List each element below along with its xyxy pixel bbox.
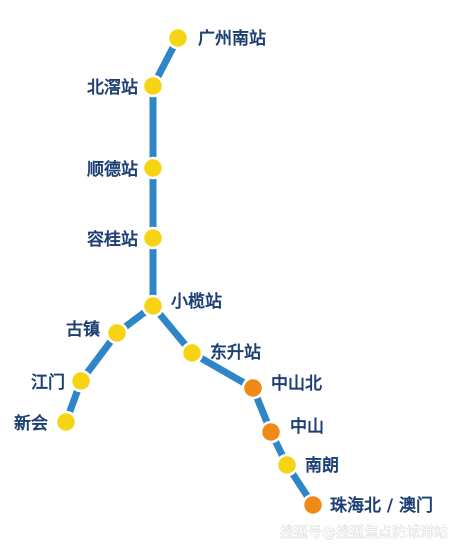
station-markers	[54, 26, 325, 517]
station-label-beijiao: 北滘站	[87, 77, 138, 98]
station-marker-nanlang[interactable]	[275, 453, 299, 477]
station-label-xiaolan: 小榄站	[171, 291, 222, 312]
station-label-ronggui: 容桂站	[87, 229, 138, 250]
station-marker-guzhen[interactable]	[105, 321, 129, 345]
station-label-shunde: 顺德站	[87, 159, 138, 180]
station-label-zhongshan-north: 中山北	[271, 373, 322, 394]
station-label-nanlang: 南朗	[305, 455, 339, 476]
station-labels: 广州南站 北滘站 顺德站 容桂站 小榄站 古镇 江门 新会 东升站 中山北 中山…	[14, 28, 433, 516]
branch-line-to-xinhui	[62, 302, 157, 426]
station-label-zhuhai-north-macau: 珠海北 / 澳门	[330, 495, 433, 516]
station-marker-beijiao[interactable]	[141, 74, 165, 98]
station-marker-zhuhai-north-macau[interactable]	[301, 493, 325, 517]
station-label-guangzhou-south: 广州南站	[198, 28, 266, 49]
station-marker-dongsheng[interactable]	[180, 341, 204, 365]
station-marker-xiaolan[interactable]	[141, 294, 165, 318]
station-marker-guangzhou-south[interactable]	[166, 26, 190, 50]
station-marker-jiangmen[interactable]	[69, 369, 93, 393]
station-marker-shunde[interactable]	[141, 156, 165, 180]
station-label-xinhui: 新会	[14, 413, 48, 434]
station-marker-xinhui[interactable]	[54, 410, 78, 434]
station-marker-zhongshan-north[interactable]	[241, 376, 265, 400]
watermark: 搜狐号@搜狐焦点防城港站	[280, 525, 448, 541]
station-marker-zhongshan[interactable]	[259, 420, 283, 444]
station-label-zhongshan: 中山	[290, 416, 324, 437]
station-label-dongsheng: 东升站	[210, 342, 261, 363]
station-label-jiangmen: 江门	[31, 372, 65, 393]
station-label-guzhen: 古镇	[66, 319, 100, 340]
station-marker-ronggui[interactable]	[141, 226, 165, 250]
